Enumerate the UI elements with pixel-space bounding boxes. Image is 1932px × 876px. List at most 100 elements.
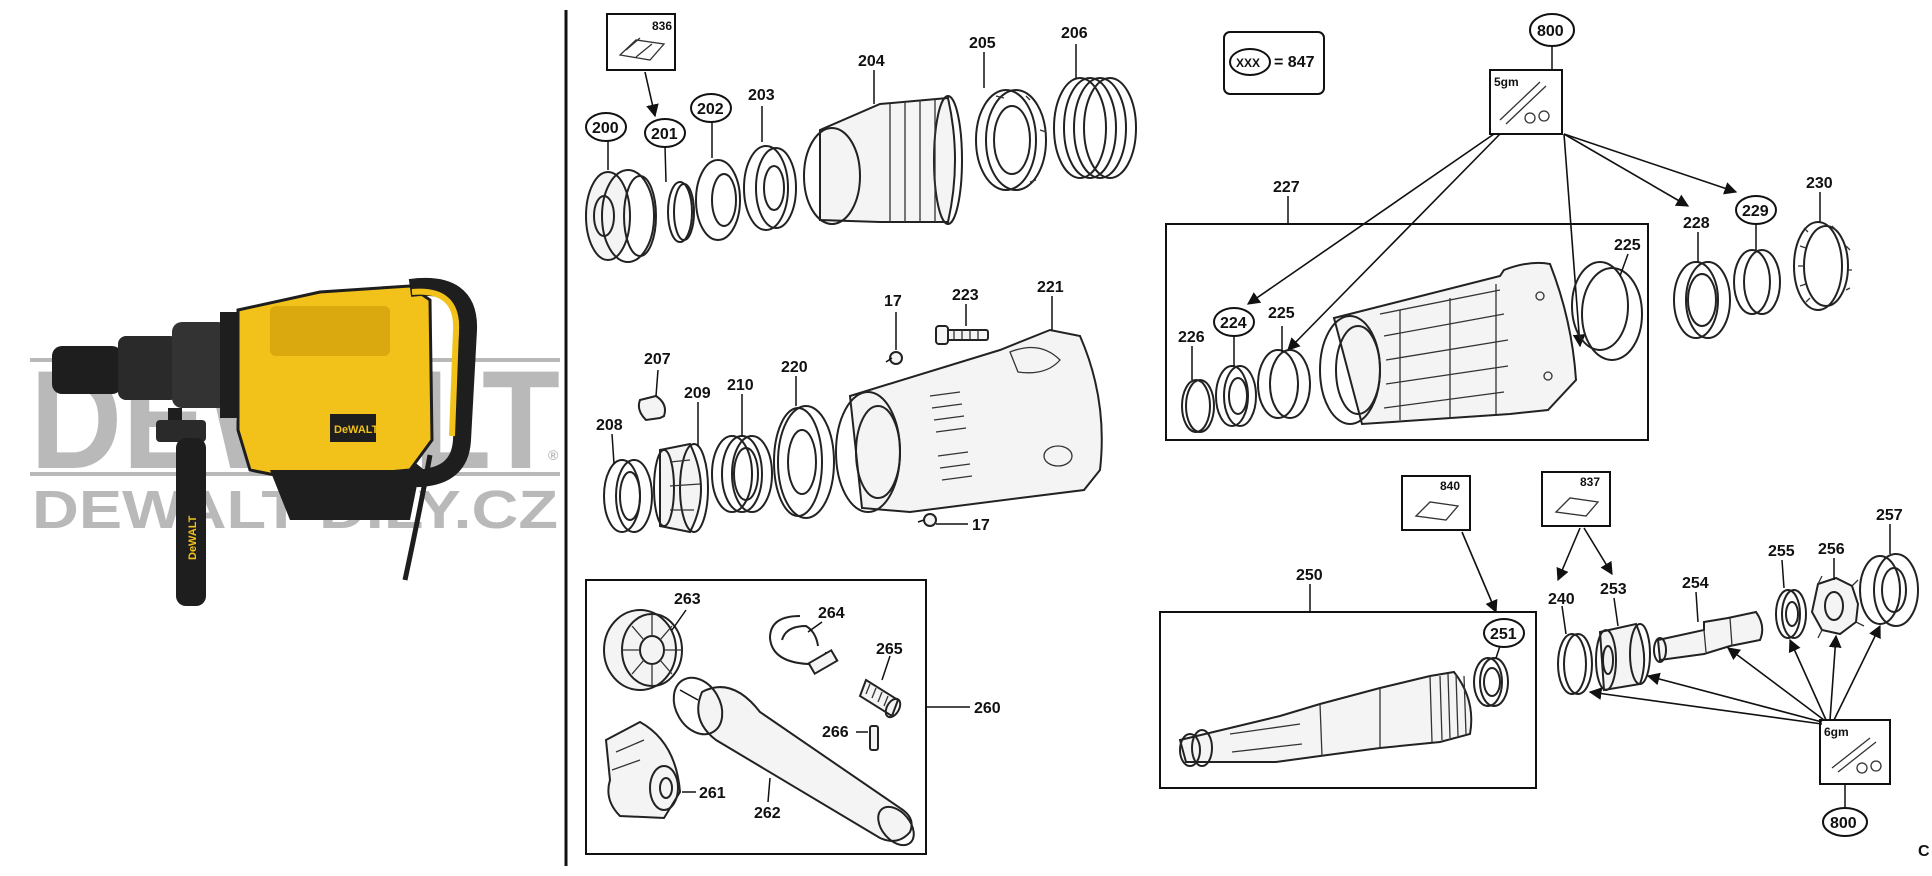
part-17-upper [885, 351, 903, 365]
part-254 [1653, 610, 1764, 663]
part-label-230: 230 [1806, 175, 1833, 192]
part-label-221: 221 [1037, 279, 1064, 296]
part-228 [1673, 261, 1731, 339]
part-label-264: 264 [818, 605, 845, 622]
part-label-265: 265 [876, 641, 903, 658]
part-label-240: 240 [1548, 591, 1575, 608]
legend-text: = 847 [1274, 54, 1315, 71]
part-261 [604, 720, 682, 820]
group-box-250 [1159, 611, 1537, 789]
part-label-261: 261 [699, 785, 726, 802]
part-17-lower [917, 513, 937, 527]
grease-kit-top-label: 5gm [1494, 75, 1519, 89]
spindle-group: 840 837 250 251 [1159, 471, 1919, 837]
part-262 [672, 676, 915, 847]
part-253 [1595, 622, 1651, 692]
part-label-255: 255 [1768, 543, 1795, 560]
part-209 [653, 442, 709, 534]
part-257 [1859, 553, 1919, 627]
part-208 [603, 459, 653, 533]
part-label-227: 227 [1273, 179, 1300, 196]
part-label-203: 203 [748, 87, 775, 104]
part-205 [975, 89, 1047, 191]
part-label-225-left: 225 [1268, 305, 1295, 322]
part-200 [585, 169, 657, 263]
part-spindle [1178, 670, 1473, 767]
part-224 [1215, 365, 1257, 427]
part-264 [768, 615, 839, 676]
part-label-251: 251 [1490, 626, 1517, 643]
part-label-228: 228 [1683, 215, 1710, 232]
part-201 [667, 181, 695, 243]
kit-837-label: 837 [1580, 475, 1600, 489]
part-label-257: 257 [1876, 507, 1903, 524]
part-label-229: 229 [1742, 203, 1769, 220]
part-label-250: 250 [1296, 567, 1323, 584]
part-label-17-upper: 17 [884, 293, 902, 310]
part-255 [1775, 589, 1807, 639]
part-221 [835, 328, 1103, 514]
corner-mark: C [1918, 843, 1930, 860]
kit-840-label: 840 [1440, 479, 1460, 493]
part-label-220: 220 [781, 359, 808, 376]
part-label-17-lower: 17 [972, 517, 990, 534]
rotary-hammer-photo: DeWALT DeWALT [52, 277, 478, 606]
svg-text:DeWALT: DeWALT [187, 515, 199, 560]
part-label-262: 262 [754, 805, 781, 822]
part-225-left [1257, 349, 1311, 419]
part-label-200: 200 [592, 120, 619, 137]
part-226 [1181, 379, 1215, 433]
part-266 [869, 725, 879, 751]
part-220 [773, 405, 835, 519]
part-223 [935, 325, 989, 345]
part-label-208: 208 [596, 417, 623, 434]
part-label-253: 253 [1600, 581, 1627, 598]
motor-group: 800 5gm 227 226 [1165, 13, 1852, 441]
part-label-210: 210 [727, 377, 754, 394]
side-handle-group: 260 263 264 265 266 [585, 579, 1001, 855]
grease-kit-bottom: 6gm [1819, 719, 1891, 785]
part-label-204: 204 [858, 53, 885, 70]
part-label-206: 206 [1061, 25, 1088, 42]
part-203 [743, 145, 797, 231]
part-label-224: 224 [1220, 315, 1247, 332]
part-240 [1557, 633, 1593, 695]
part-256 [1810, 575, 1865, 639]
group-box-260 [585, 579, 927, 855]
part-207 [637, 394, 666, 422]
part-251 [1473, 657, 1509, 707]
watermark-reg-mark: ® [548, 447, 559, 463]
svg-text:DeWALT: DeWALT [334, 424, 379, 436]
part-label-207: 207 [644, 351, 671, 368]
legend-symbol: XXX [1236, 56, 1260, 70]
part-label-256: 256 [1818, 541, 1845, 558]
part-202 [695, 159, 741, 241]
legend: XXX = 847 [1223, 31, 1325, 95]
part-230 [1793, 221, 1852, 311]
part-label-226: 226 [1178, 329, 1205, 346]
group-box-227 [1165, 223, 1649, 441]
part-label-800-top: 800 [1537, 23, 1564, 40]
part-206 [1053, 77, 1137, 179]
housing-group: 207 208 209 210 [596, 279, 1103, 534]
grease-kit-bottom-label: 6gm [1824, 725, 1849, 739]
kit-836-label: 836 [652, 19, 672, 33]
part-label-223: 223 [952, 287, 979, 304]
part-229 [1733, 249, 1781, 315]
part-label-260: 260 [974, 700, 1001, 717]
part-label-201: 201 [651, 126, 678, 143]
front-chuck-group: 836 200 201 202 [585, 13, 1137, 263]
part-label-209: 209 [684, 385, 711, 402]
motor-housing [1319, 261, 1578, 426]
part-225-right [1571, 261, 1643, 361]
kit-837: 837 [1541, 471, 1611, 527]
kit-840: 840 [1401, 475, 1471, 531]
part-210 [711, 435, 773, 513]
part-label-225-right: 225 [1614, 237, 1641, 254]
part-204 [803, 95, 963, 225]
part-label-800-bottom: 800 [1830, 815, 1857, 832]
part-265 [858, 678, 902, 719]
part-label-205: 205 [969, 35, 996, 52]
part-label-202: 202 [697, 101, 724, 118]
part-label-263: 263 [674, 591, 701, 608]
